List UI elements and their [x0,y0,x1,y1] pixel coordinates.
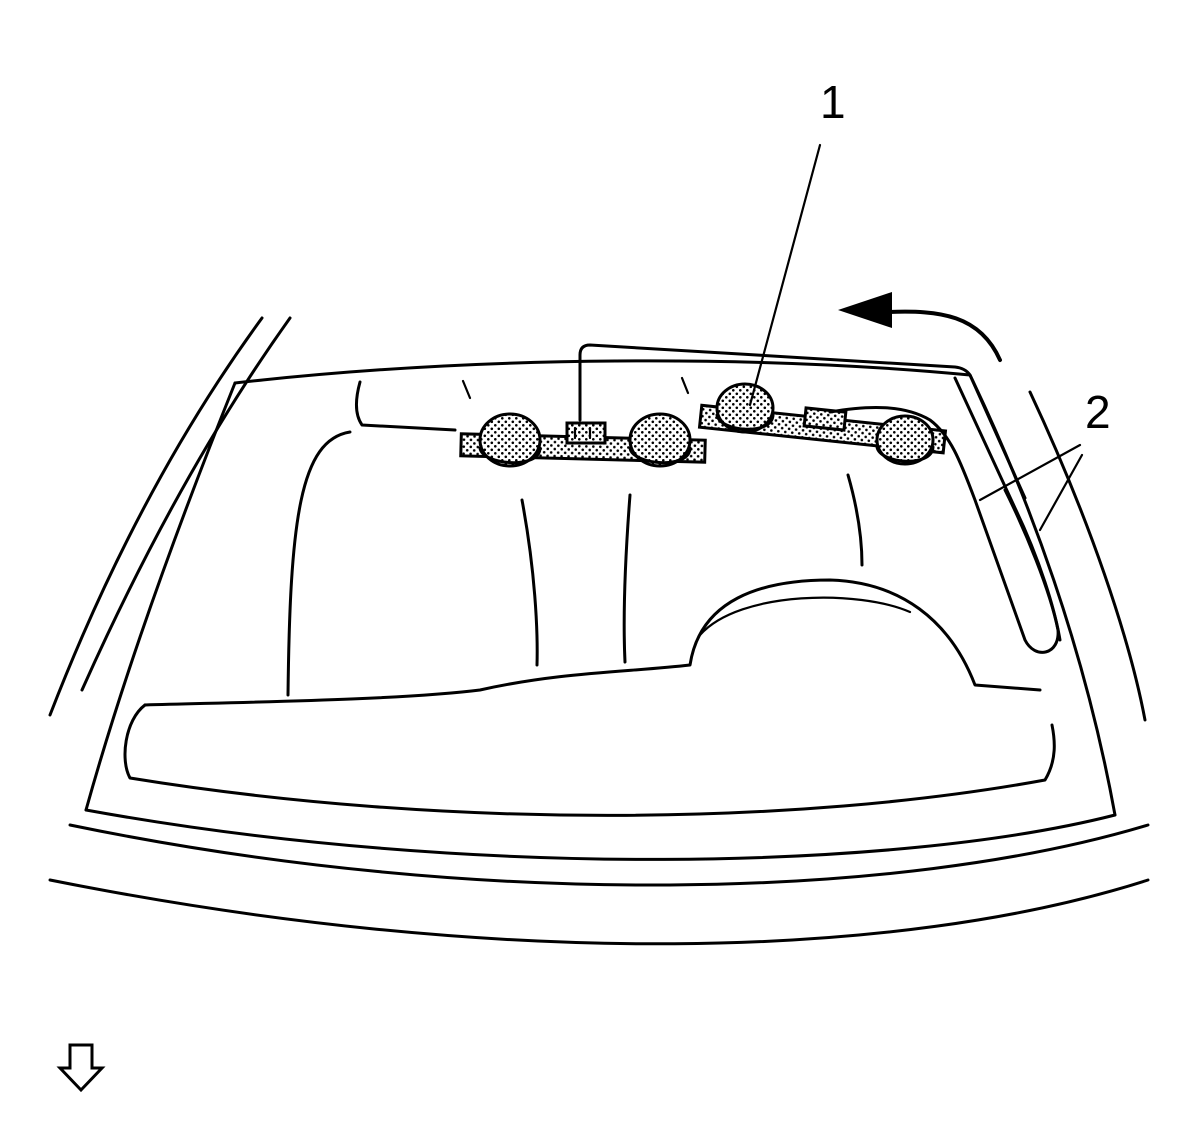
rear-shelf-outline [123,578,1056,817]
removal-direction-arrow [838,292,1002,362]
vehicle-body-outline [48,316,1150,946]
antenna-module-right [697,382,948,466]
callout-2-leader-a [978,443,1082,502]
callout-2-leader-b [1038,453,1084,532]
down-arrow-icon [56,1043,106,1093]
antenna-trace-inner [953,376,1062,642]
rear-window-glass [84,359,1117,817]
rear-seat-outline [286,376,864,697]
antenna-module-left [459,412,707,468]
callout-2-label: 2 [1085,386,1111,438]
antenna-trace [578,343,1027,500]
callout-1-label: 1 [820,76,846,128]
antenna-wire-loop [828,406,1060,654]
callout-1-leader [748,143,822,407]
